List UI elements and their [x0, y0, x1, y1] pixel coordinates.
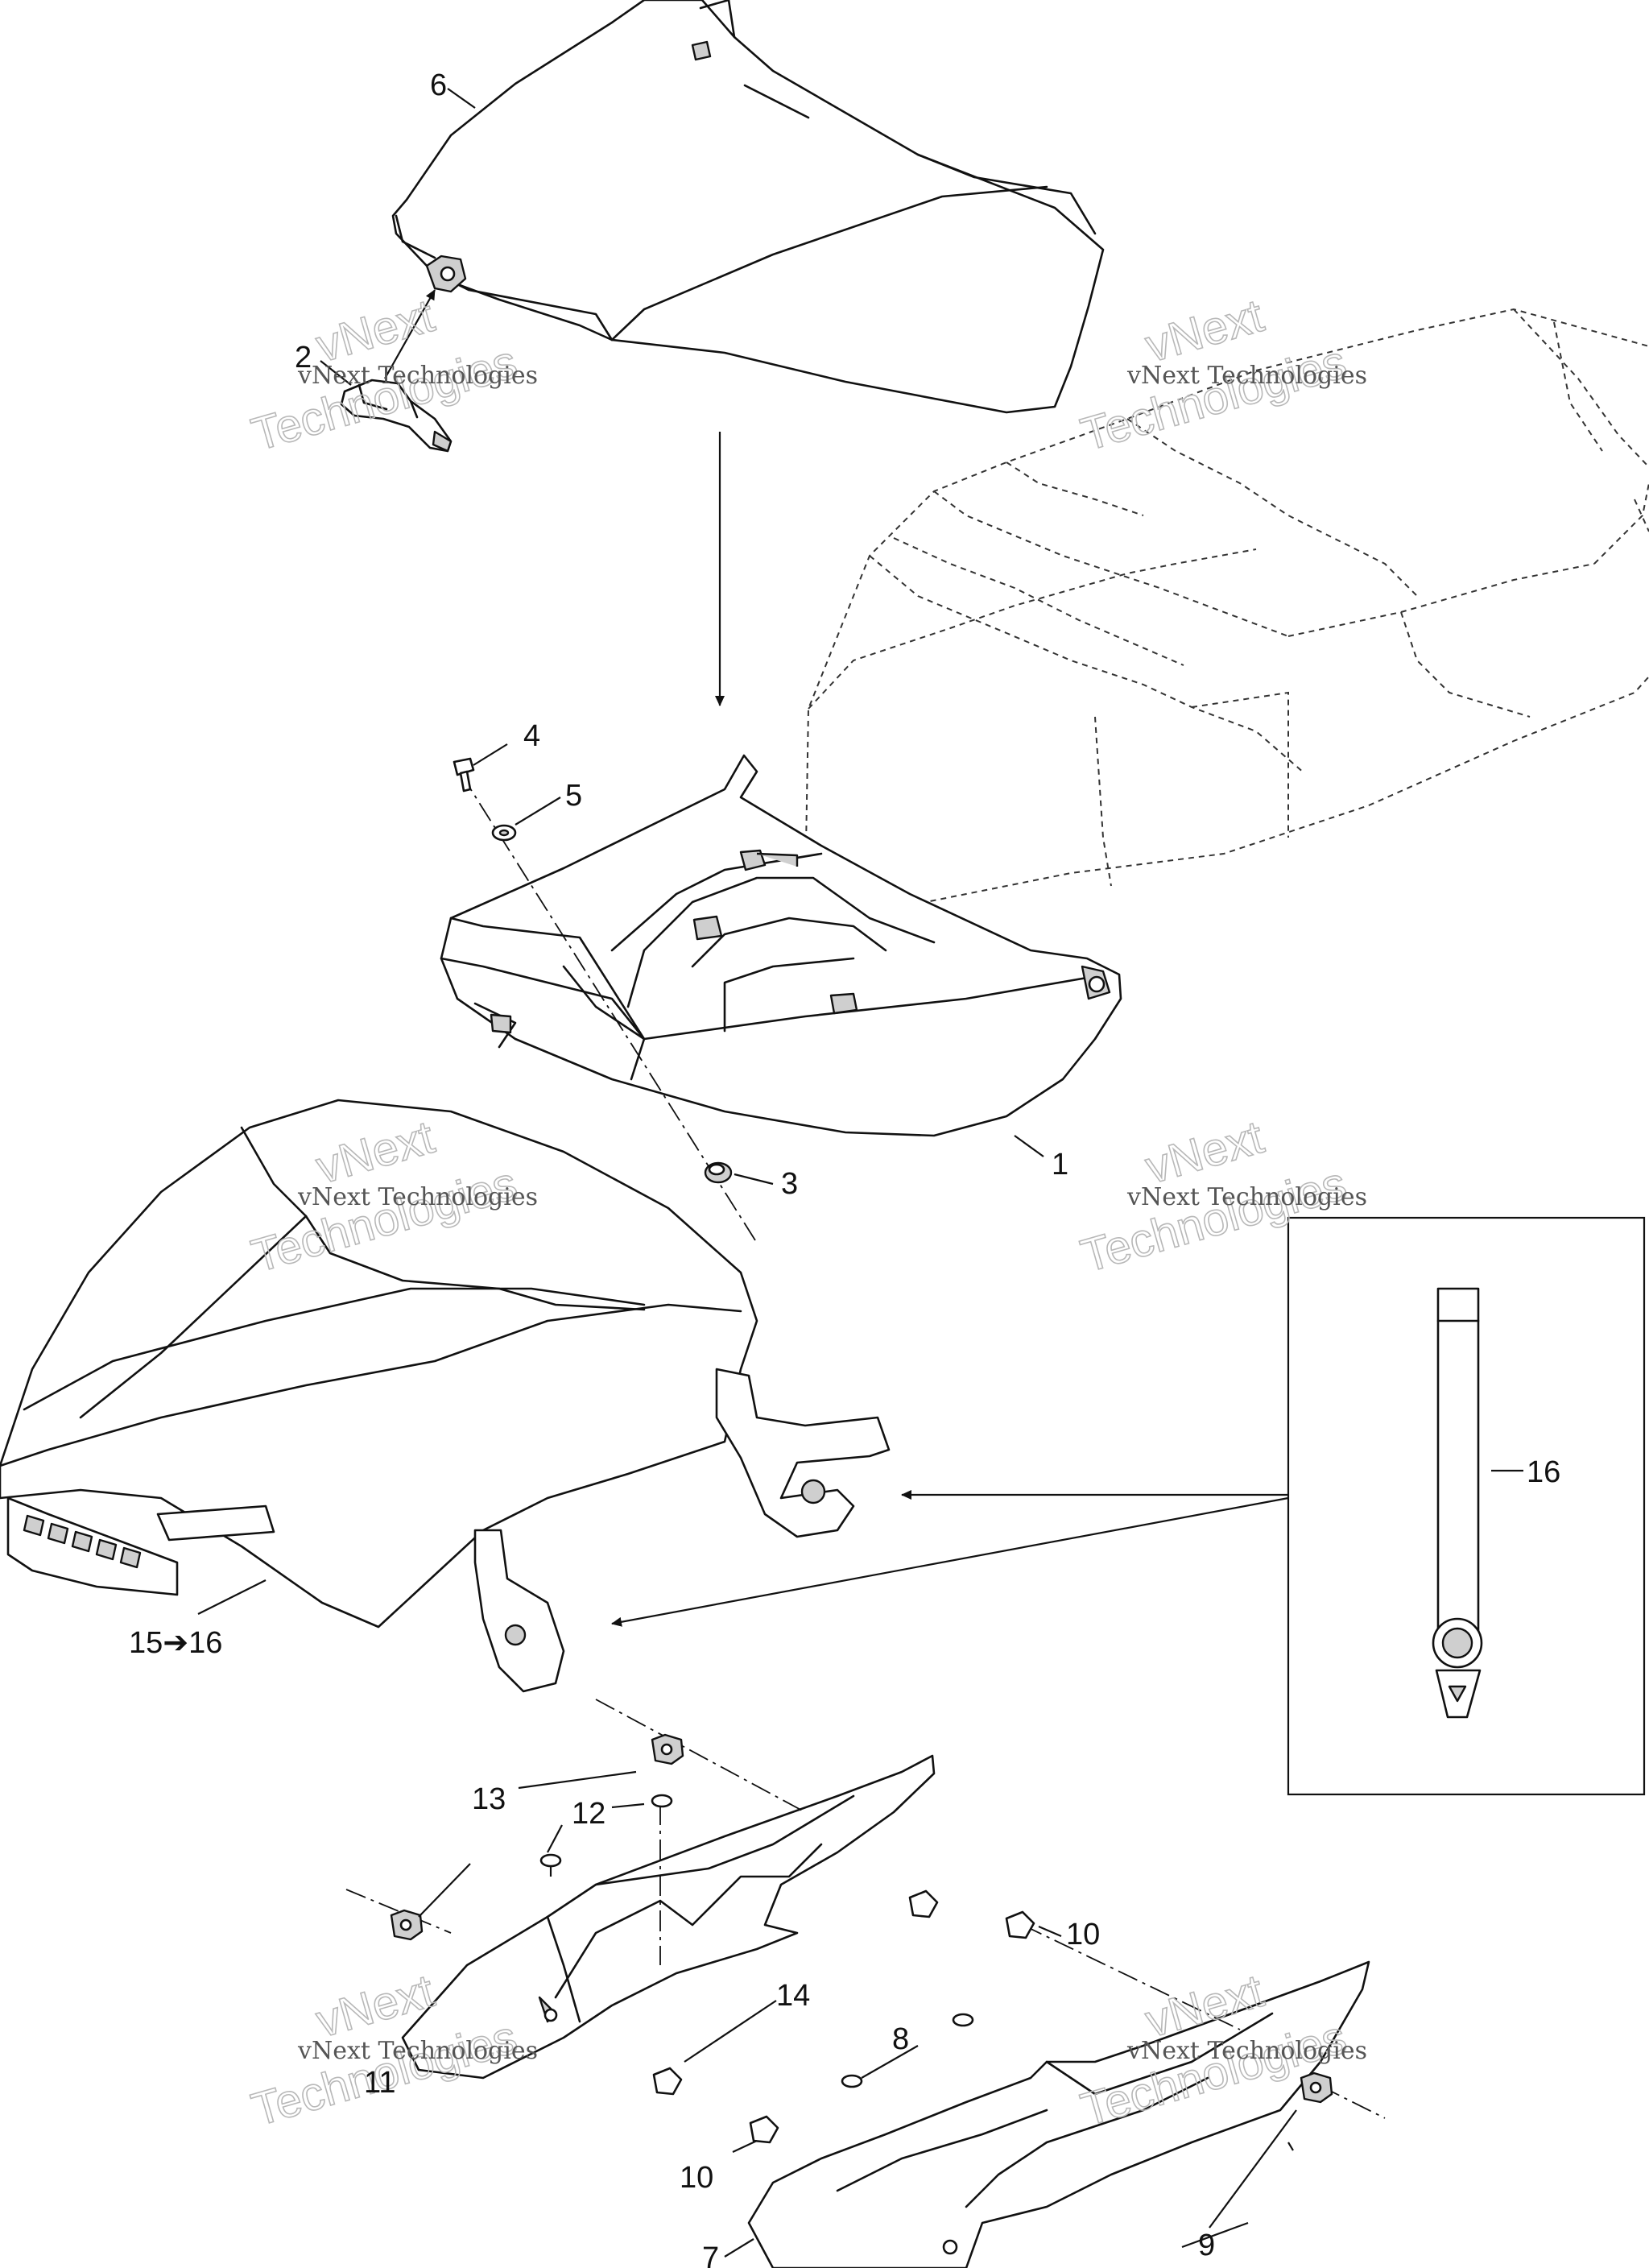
svg-text:vNext Technologies: vNext Technologies — [297, 1183, 538, 1211]
part-10-bolt-lower — [749, 2115, 779, 2144]
svg-text:vNext Technologies: vNext Technologies — [297, 362, 538, 390]
part-5-washer — [491, 824, 517, 842]
callout-11: 11 — [364, 2066, 395, 2100]
watermark-mid-right: vNext Technologies vNext Technologies — [1075, 1110, 1367, 1283]
seat-ghost-outline — [804, 308, 1649, 904]
detail-inset-part-16 — [1287, 1216, 1646, 1796]
part-12-screw-upper — [651, 1794, 673, 1808]
callout-16: 16 — [1527, 1455, 1560, 1489]
callout-5: 5 — [565, 779, 582, 813]
callout-13: 13 — [472, 1782, 506, 1816]
callout-15-to-16: 15➔16 — [129, 1626, 222, 1660]
part-12-screw-lower — [539, 1853, 562, 1877]
svg-text:vNext Technologies: vNext Technologies — [1126, 2037, 1367, 2065]
callout-6: 6 — [430, 68, 447, 102]
callout-14: 14 — [776, 1979, 810, 2013]
svg-text:vNext Technologies: vNext Technologies — [297, 2037, 538, 2065]
part-8-screw-upper — [952, 2013, 974, 2027]
axis-fastener-13-right — [595, 1699, 806, 1813]
part-15-windshield — [0, 1099, 891, 1693]
part-14-bolt-right — [908, 1889, 939, 1918]
callout-9: 9 — [1198, 2229, 1215, 2262]
part-7-right-panel — [747, 1960, 1370, 2268]
svg-text:vNext Technologies: vNext Technologies — [1126, 1183, 1367, 1211]
part-8-screw-lower — [841, 2074, 863, 2088]
callout-10-upper: 10 — [1066, 1918, 1100, 1951]
part-13-nut-lower — [390, 1909, 424, 1941]
callout-leaders — [197, 88, 1523, 2258]
axis-fastener-10 — [1022, 1924, 1241, 2030]
part-4-screw — [453, 757, 475, 793]
part-1-front-panel — [440, 754, 1122, 1137]
inset-arrow-lower — [611, 1496, 1289, 1627]
watermark-top-left: vNext Technologies vNext Technologies — [246, 288, 538, 461]
watermark-top-right: vNext Technologies vNext Technologies — [1075, 288, 1367, 461]
part-9-nut — [1300, 2071, 1333, 2104]
callout-12: 12 — [572, 1797, 605, 1831]
part-2-latch — [340, 289, 453, 453]
part-10-bolt-upper — [1005, 1910, 1035, 1939]
axis-fastener-13-left — [345, 1889, 452, 1934]
callout-labels: 6 2 4 5 1 3 16 15➔16 13 12 14 11 10 8 10… — [129, 68, 1560, 2268]
part-6-upper-panel — [391, 0, 1105, 414]
callout-3: 3 — [781, 1167, 798, 1201]
callout-4: 4 — [523, 719, 540, 753]
callout-8: 8 — [892, 2022, 909, 2056]
axis-fastener-4-5-3 — [460, 772, 756, 1241]
svg-text:vNext Technologies: vNext Technologies — [1126, 362, 1367, 390]
part-14-bolt-left — [652, 2067, 683, 2096]
callout-1: 1 — [1052, 1148, 1068, 1182]
part-3-grommet — [704, 1161, 733, 1184]
callout-10-lower: 10 — [680, 2161, 713, 2195]
callout-7: 7 — [702, 2241, 719, 2268]
callout-2: 2 — [295, 341, 312, 375]
part-13-nut-upper — [651, 1733, 684, 1765]
